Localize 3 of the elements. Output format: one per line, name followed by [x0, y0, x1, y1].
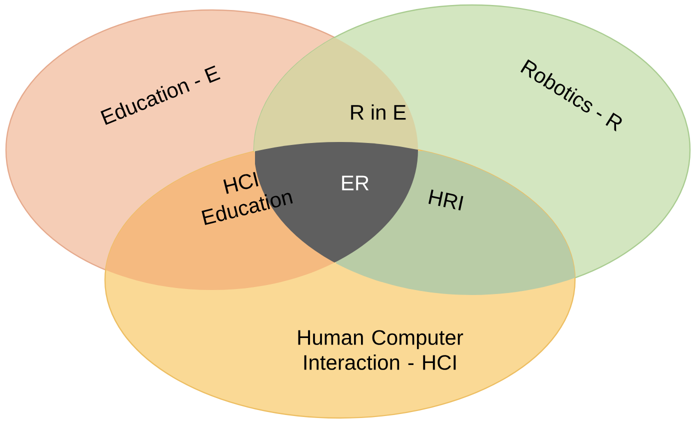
region-label: R in E — [351, 104, 406, 120]
region-label: ER — [342, 176, 369, 190]
region-label: HRI — [428, 190, 464, 210]
